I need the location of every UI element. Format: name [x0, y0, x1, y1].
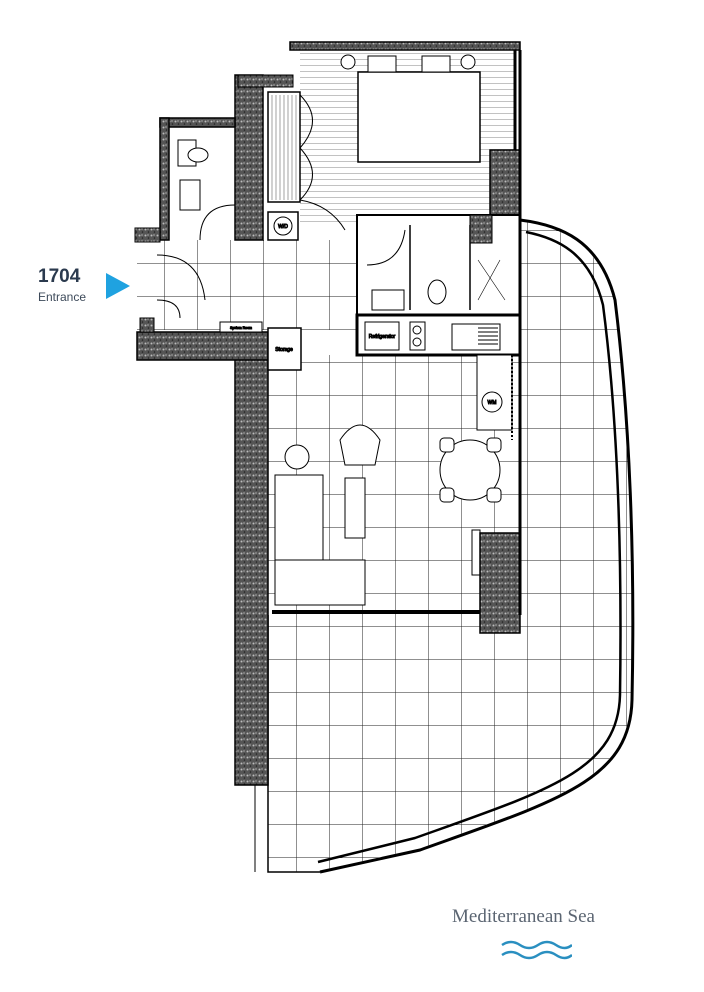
sea-label: Mediterranean Sea — [452, 906, 595, 927]
washing-machine-label: WM — [488, 400, 497, 406]
system-room-label: System Room — [230, 326, 252, 330]
kitchen: Refrigerator WM — [355, 313, 522, 440]
bathroom-2 — [356, 214, 521, 316]
entrance-floor — [137, 240, 357, 330]
washer-dryer-label: W/D — [278, 224, 288, 230]
wardrobe: W/D — [234, 74, 313, 241]
bathroom-1 — [134, 117, 236, 243]
unit-number: 1704 — [38, 266, 81, 287]
entrance-arrow-icon — [106, 273, 130, 299]
living-room — [272, 424, 521, 634]
entrance-label: Entrance — [38, 290, 87, 304]
bedroom — [289, 41, 521, 241]
storage-label: Storage — [275, 347, 293, 353]
refrigerator-label: Refrigerator — [369, 334, 396, 340]
walls: Storage System Room — [136, 50, 522, 786]
waves-icon — [501, 940, 572, 960]
